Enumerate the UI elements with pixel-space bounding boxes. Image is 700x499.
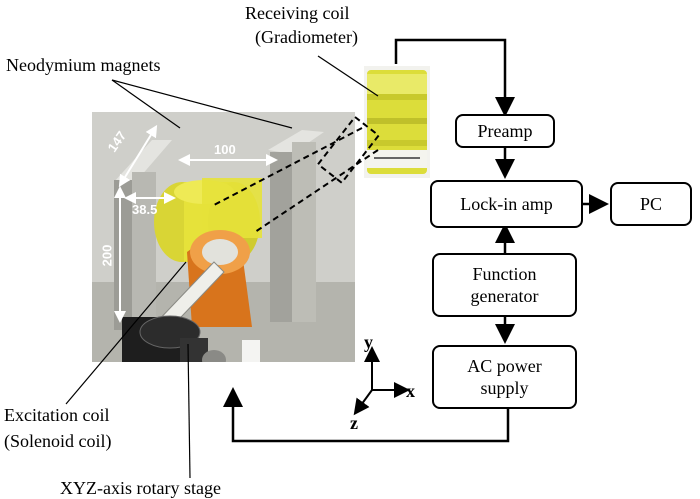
receiving-coil-label: Receiving coil	[245, 3, 350, 23]
rotary-stage-label: XYZ-axis rotary stage	[60, 478, 221, 498]
ac-power-line1: AC power	[467, 356, 542, 376]
function-generator-line2: generator	[470, 286, 539, 306]
dim-100: 100	[214, 142, 236, 157]
axis-z-label: z	[350, 413, 358, 433]
dim-38-5: 38.5	[132, 202, 158, 217]
pc-label: PC	[639, 194, 663, 214]
receiving-coil-photo	[364, 66, 430, 178]
dimension-arrows	[114, 124, 278, 323]
receiving-coil-drawing	[367, 70, 427, 174]
pc-block: PC	[610, 182, 692, 226]
lockin-amp-label: Lock-in amp	[460, 194, 553, 214]
function-generator-block: Function generator	[432, 253, 577, 317]
receiving-coil-sublabel: (Gradiometer)	[255, 27, 358, 47]
lockin-amp-block: Lock-in amp	[430, 180, 583, 228]
ac-power-line2: supply	[480, 378, 529, 398]
preamp-block: Preamp	[455, 114, 555, 148]
excitation-coil-sublabel: (Solenoid coil)	[4, 431, 112, 451]
function-generator-line1: Function	[472, 264, 537, 284]
excitation-coil-label: Excitation coil	[4, 405, 110, 425]
axis-x-label: x	[406, 381, 415, 401]
magnets-label: Neodymium magnets	[6, 55, 161, 75]
axis-y-label: y	[364, 332, 373, 352]
preamp-label: Preamp	[477, 121, 533, 141]
ac-power-supply-block: AC power supply	[432, 345, 577, 409]
apparatus-photo: 147 100 38.5 200	[92, 112, 355, 362]
